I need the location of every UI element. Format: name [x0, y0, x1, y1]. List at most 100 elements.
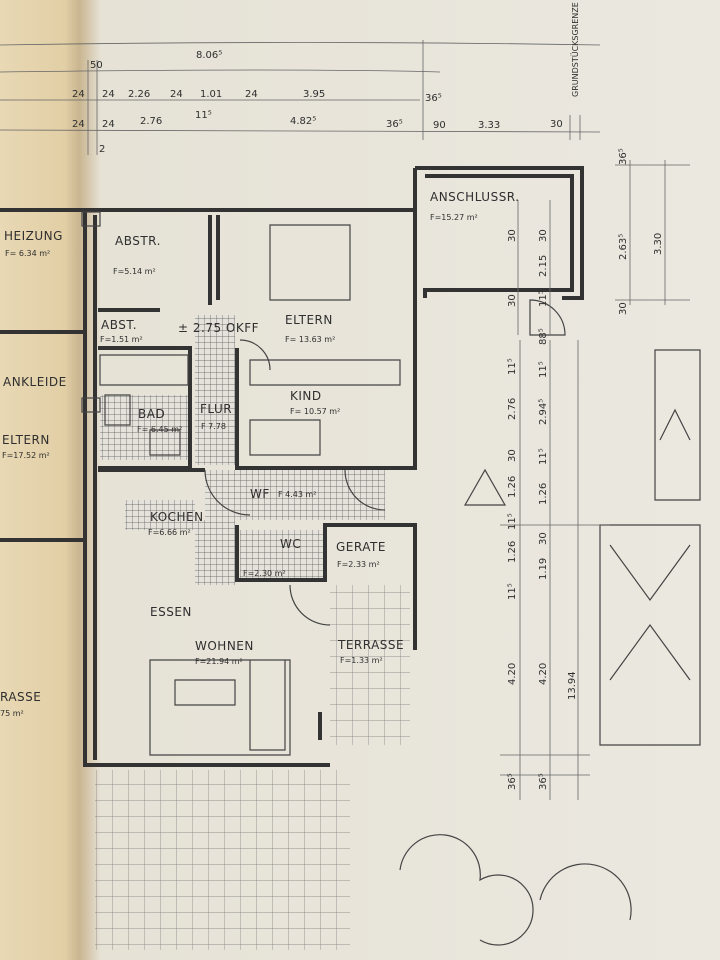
room-terrasse-neighbor: RASSE 75 m² [0, 690, 41, 718]
svg-text:F=6.66 m²: F=6.66 m² [148, 528, 191, 537]
svg-text:36⁵: 36⁵ [538, 773, 549, 790]
room-geraete: GERATE F=2.33 m² [336, 540, 386, 569]
svg-text:30: 30 [538, 229, 549, 242]
svg-text:4.20: 4.20 [507, 663, 518, 685]
svg-text:3.33: 3.33 [478, 120, 500, 131]
svg-text:2.26: 2.26 [128, 89, 150, 100]
room-terrasse: TERRASSE F=1.33 m² [337, 638, 404, 665]
svg-text:36⁵: 36⁵ [618, 148, 629, 165]
svg-text:F=1.51 m²: F=1.51 m² [100, 335, 143, 344]
boundary-label: GRUNDSTÜCKSGRENZE [570, 2, 580, 97]
svg-text:36⁵: 36⁵ [507, 773, 518, 790]
svg-text:1.26: 1.26 [538, 483, 549, 505]
svg-text:F= 10.57 m²: F= 10.57 m² [290, 407, 340, 416]
svg-text:ABSTR.: ABSTR. [115, 234, 161, 248]
room-flur: FLUR F 7.78 [200, 402, 232, 431]
svg-text:4.82⁵: 4.82⁵ [290, 116, 316, 127]
svg-text:24: 24 [102, 89, 115, 100]
svg-text:F= 6.34 m²: F= 6.34 m² [5, 249, 50, 258]
room-anschlussraum: ANSCHLUSSR.F=15.27 m² [430, 190, 519, 222]
svg-text:75 m²: 75 m² [0, 709, 24, 718]
svg-text:30: 30 [507, 229, 518, 242]
svg-text:30: 30 [507, 294, 518, 307]
svg-text:11⁵: 11⁵ [538, 361, 549, 378]
side-dimensions-col2: 11⁵ 2.94⁵ 11⁵ 1.26 30 1.19 4.20 36⁵ [538, 361, 549, 790]
svg-text:TERRASSE: TERRASSE [337, 638, 404, 652]
svg-text:1.26: 1.26 [507, 541, 518, 563]
svg-text:GERATE: GERATE [336, 540, 386, 554]
svg-text:WOHNEN: WOHNEN [195, 639, 254, 653]
dim-row-1: 24 24 2.26 24 1.01 24 3.95 36⁵ [72, 89, 442, 104]
svg-text:1.26: 1.26 [507, 476, 518, 498]
svg-text:F= 13.63 m²: F= 13.63 m² [285, 335, 335, 344]
room-eltern-neighbor: ELTERN F=17.52 m² [2, 433, 50, 460]
svg-text:11⁵: 11⁵ [195, 110, 212, 121]
side-dimension-lines [500, 340, 610, 800]
svg-text:2.76: 2.76 [140, 116, 162, 127]
svg-text:ESSEN: ESSEN [150, 605, 192, 619]
room-kochen: KOCHEN F=6.66 m² [148, 510, 204, 537]
svg-text:11⁵: 11⁵ [507, 513, 518, 530]
svg-text:3.30: 3.30 [653, 233, 664, 255]
svg-text:11⁵: 11⁵ [538, 448, 549, 465]
svg-text:F=5.14 m²: F=5.14 m² [113, 267, 156, 276]
svg-text:2.63⁵: 2.63⁵ [618, 234, 629, 260]
svg-text:KOCHEN: KOCHEN [150, 510, 204, 524]
dim-small: 50 [90, 60, 103, 71]
svg-text:F 4.43 m²: F 4.43 m² [278, 490, 317, 499]
svg-text:11⁵: 11⁵ [538, 290, 549, 307]
svg-text:30: 30 [538, 532, 549, 545]
svg-text:30: 30 [550, 119, 563, 130]
svg-text:ELTERN: ELTERN [2, 433, 50, 447]
svg-text:RASSE: RASSE [0, 690, 41, 704]
svg-text:2.15: 2.15 [538, 255, 549, 277]
svg-text:F=21.94 m²: F=21.94 m² [195, 657, 243, 666]
svg-text:WC: WC [280, 537, 301, 551]
svg-text:FLUR: FLUR [200, 402, 232, 416]
top-dimension-lines [0, 40, 601, 155]
svg-text:11⁵: 11⁵ [507, 358, 518, 375]
svg-text:F=15.27 m²: F=15.27 m² [430, 213, 478, 222]
svg-text:WF: WF [250, 487, 270, 501]
room-abstellraum: ABSTR. F=5.14 m² [113, 234, 161, 276]
svg-text:KIND: KIND [290, 389, 322, 403]
svg-text:24: 24 [72, 119, 85, 130]
dim-overall: 8.06⁵ [196, 50, 222, 61]
svg-text:24: 24 [102, 119, 115, 130]
svg-text:4.20: 4.20 [538, 663, 549, 685]
svg-text:2.76: 2.76 [507, 398, 518, 420]
svg-text:11⁵: 11⁵ [507, 583, 518, 600]
svg-text:F=2.33 m²: F=2.33 m² [337, 560, 380, 569]
svg-text:90: 90 [433, 120, 446, 131]
room-wohnen: WOHNEN F=21.94 m² [195, 639, 254, 666]
svg-text:1.01: 1.01 [200, 89, 222, 100]
svg-text:ELTERN: ELTERN [285, 313, 333, 327]
svg-text:F 7.78: F 7.78 [201, 422, 226, 431]
level-note: ± 2.75 OKFF [178, 321, 259, 335]
svg-text:F=17.52 m²: F=17.52 m² [2, 451, 50, 460]
svg-text:24: 24 [170, 89, 183, 100]
svg-text:F= 6.45 m²: F= 6.45 m² [137, 425, 182, 434]
room-eltern: ELTERN F= 13.63 m² [285, 313, 335, 344]
svg-text:BAD: BAD [138, 407, 165, 421]
annex-dimension-lines [517, 160, 690, 335]
room-kind: KIND F= 10.57 m² [290, 389, 340, 416]
annex-dimensions: 36⁵ 2.63⁵ 30 3.30 30 30 2.15 11⁵ 30 88⁵ [507, 148, 664, 345]
svg-text:F=1.33 m²: F=1.33 m² [340, 656, 383, 665]
svg-text:36⁵: 36⁵ [386, 119, 403, 130]
svg-text:F=2.30 m²: F=2.30 m² [243, 569, 286, 578]
svg-text:1.19: 1.19 [538, 558, 549, 580]
tiled-floors [95, 315, 410, 950]
room-ankleide: ANKLEIDE [3, 375, 66, 389]
svg-text:24: 24 [245, 89, 258, 100]
walls [0, 166, 701, 946]
svg-text:ABST.: ABST. [101, 318, 137, 332]
svg-text:30: 30 [618, 302, 629, 315]
svg-text:2.94⁵: 2.94⁵ [538, 399, 549, 425]
room-abstell: ABST. F=1.51 m² [100, 318, 143, 344]
side-dimensions-col1: 11⁵ 2.76 30 11⁵ 1.26 1.26 11⁵ 4.20 36⁵ [507, 358, 518, 790]
dim-tick: 2 [99, 144, 105, 155]
svg-text:36⁵: 36⁵ [425, 93, 442, 104]
